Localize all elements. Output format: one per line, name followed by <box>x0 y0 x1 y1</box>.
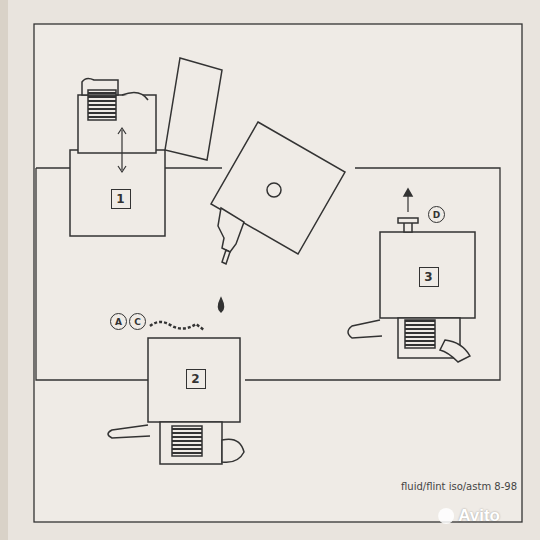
lighter-insert-2 <box>108 322 244 464</box>
callout-letter: D <box>428 206 445 223</box>
step-number-box: 2 <box>186 369 206 389</box>
node-text: A <box>115 317 122 327</box>
callout-letter: A <box>110 313 127 330</box>
node-text: 1 <box>116 192 124 206</box>
node-text: D <box>433 210 440 220</box>
lighter-insert-1 <box>70 58 222 236</box>
paper <box>8 0 540 540</box>
step-number-box: 3 <box>419 267 439 287</box>
node-text: C <box>134 317 141 327</box>
callout-letter: C <box>129 313 146 330</box>
footer-note: fluid/flint iso/astm 8-98 <box>401 481 517 492</box>
node-text: 3 <box>424 270 432 284</box>
watermark: Avito <box>458 506 500 526</box>
frame <box>34 24 522 522</box>
watermark-logo <box>438 508 454 524</box>
step-number-box: 1 <box>111 189 131 209</box>
node-text: 2 <box>191 372 199 386</box>
lighter-insert-3 <box>348 189 475 362</box>
fluid-bottle <box>211 122 345 312</box>
